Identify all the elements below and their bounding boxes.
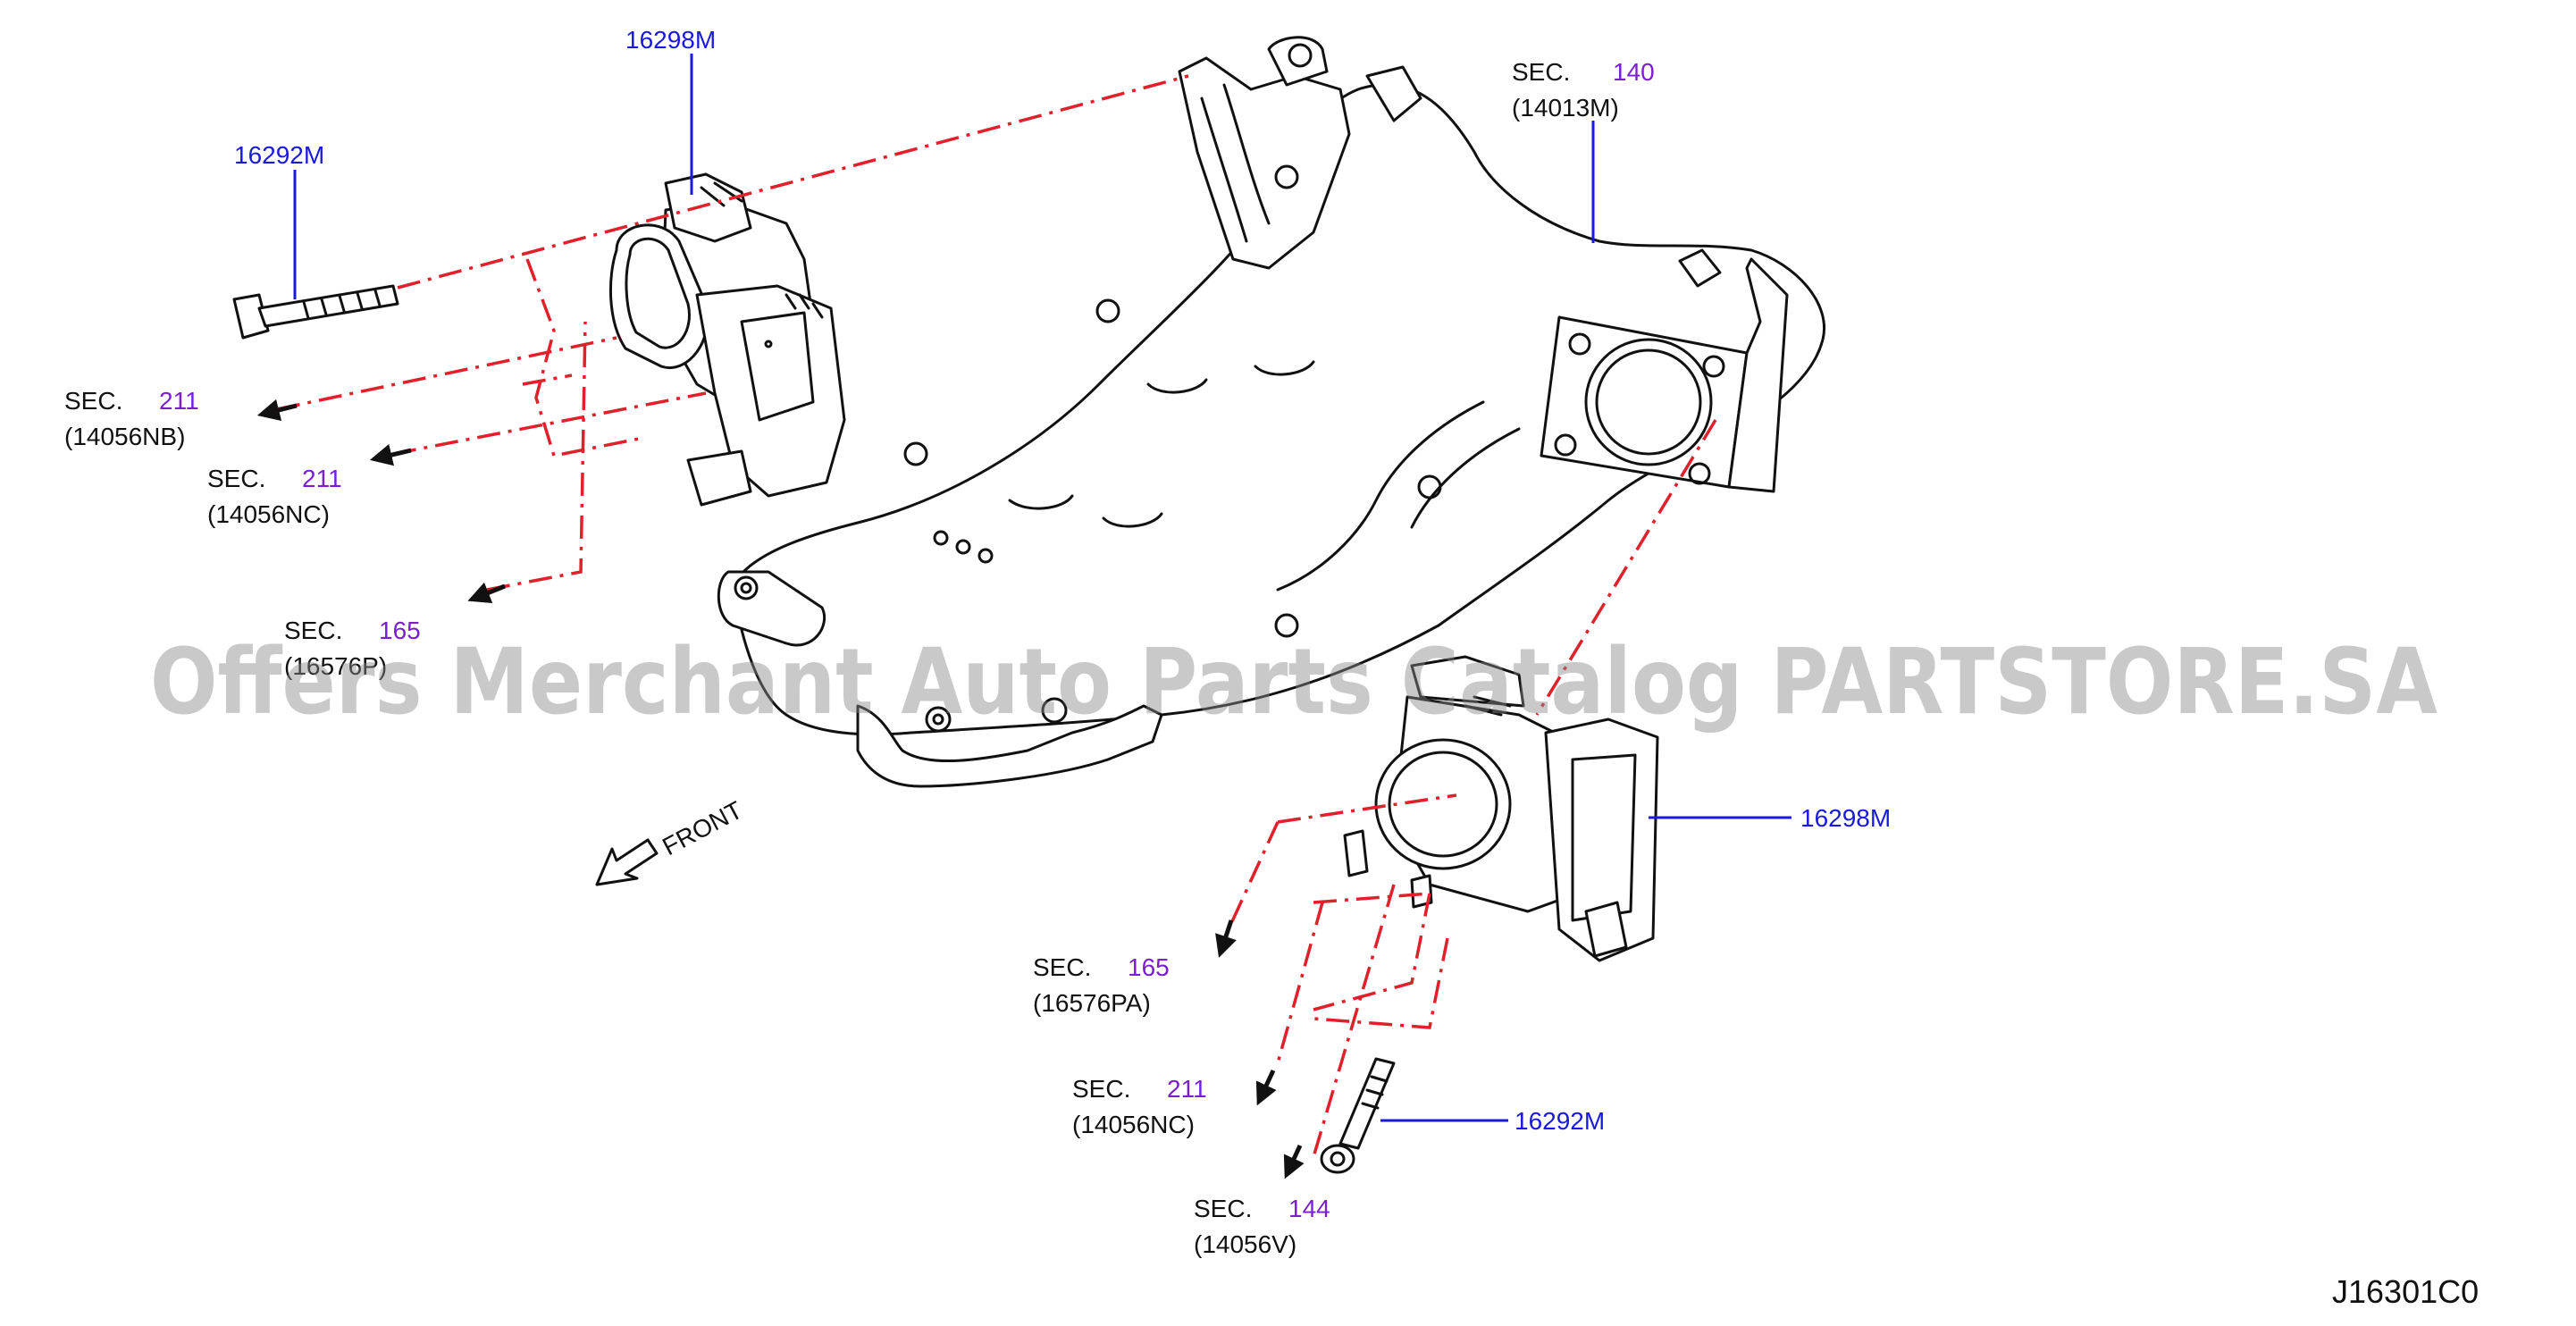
watermark: Offers Merchant Auto Parts Catalog PARTS… [150, 629, 2438, 735]
throttle-body-right[interactable] [1343, 655, 1659, 962]
svg-text:SEC.: SEC. [1194, 1195, 1252, 1222]
callout-16292m-top[interactable]: 16292M [234, 141, 324, 169]
throttle-body-top[interactable] [609, 172, 846, 507]
assembly-arrows-upper [256, 399, 506, 603]
svg-text:165: 165 [1128, 953, 1170, 981]
svg-text:(14013M): (14013M) [1512, 94, 1619, 122]
svg-text:(14056NC): (14056NC) [1072, 1111, 1195, 1138]
section-ref-211-nb[interactable]: SEC. 211 (14056NB) [64, 387, 199, 450]
front-label: FRONT [658, 796, 747, 861]
svg-text:211: 211 [302, 465, 342, 492]
svg-text:SEC.: SEC. [207, 465, 265, 492]
svg-text:SEC.: SEC. [64, 387, 122, 415]
assembly-lines-lower [1227, 419, 1717, 1158]
svg-text:(16576PA): (16576PA) [1033, 989, 1151, 1017]
svg-text:165: 165 [379, 617, 421, 644]
svg-text:SEC.: SEC. [1072, 1075, 1130, 1103]
bolt-bottom[interactable] [1320, 1057, 1396, 1174]
diagram-code: J16301C0 [2332, 1273, 2479, 1310]
svg-text:(14056V): (14056V) [1194, 1230, 1296, 1258]
section-ref-211-nc-left[interactable]: SEC. 211 (14056NC) [207, 465, 342, 528]
svg-text:211: 211 [1167, 1075, 1207, 1103]
svg-text:140: 140 [1613, 58, 1655, 86]
svg-text:SEC.: SEC. [1033, 953, 1091, 981]
section-ref-165-left[interactable]: SEC. 165 (16576P) [284, 617, 421, 680]
front-indicator: FRONT [595, 796, 747, 886]
svg-text:(14056NC): (14056NC) [207, 500, 330, 528]
assembly-arrows-lower [1215, 919, 1305, 1179]
callout-16298m-top[interactable]: 16298M [625, 26, 716, 54]
section-ref-211-nc-bottom[interactable]: SEC. 211 (14056NC) [1072, 1075, 1207, 1138]
callout-16292m-bottom[interactable]: 16292M [1515, 1107, 1605, 1135]
svg-text:211: 211 [159, 387, 199, 415]
svg-text:SEC.: SEC. [1512, 58, 1570, 86]
front-arrow-icon [595, 838, 659, 886]
section-ref-140[interactable]: SEC. 140 (14013M) [1512, 58, 1655, 122]
section-ref-144[interactable]: SEC. 144 (14056V) [1194, 1195, 1330, 1258]
bolt-top[interactable] [232, 284, 399, 340]
svg-text:SEC.: SEC. [284, 617, 342, 644]
svg-text:144: 144 [1288, 1195, 1330, 1222]
svg-text:(16576P): (16576P) [284, 652, 387, 680]
callout-16298m-right[interactable]: 16298M [1800, 804, 1891, 832]
leader-lines [293, 54, 1791, 1122]
section-ref-165-pa[interactable]: SEC. 165 (16576PA) [1033, 953, 1170, 1017]
intake-manifold[interactable] [717, 36, 1825, 788]
assembly-lines-upper [276, 74, 1189, 592]
svg-text:(14056NB): (14056NB) [64, 423, 185, 450]
